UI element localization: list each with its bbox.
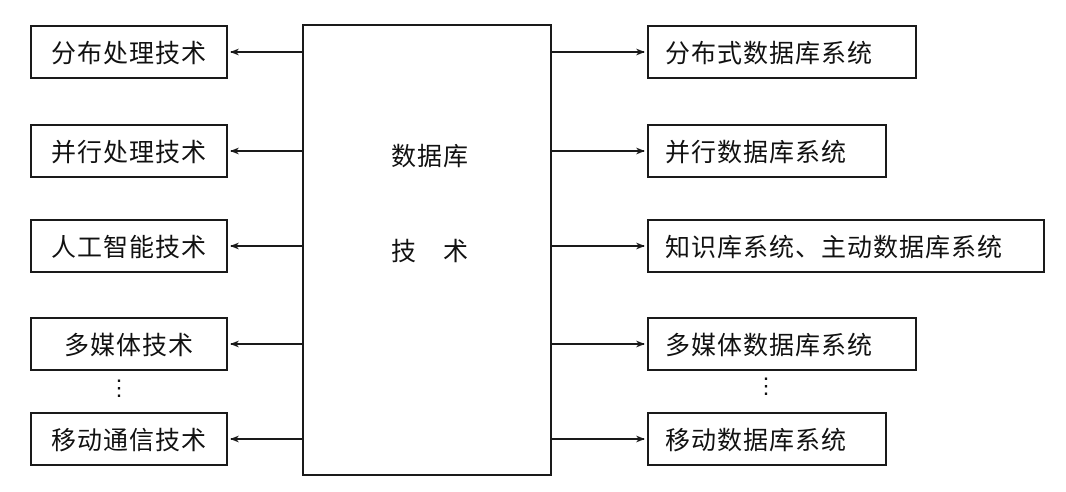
left-box-artificial-intelligence: 人工智能技术 (30, 219, 228, 273)
left-box-mobile-communication: 移动通信技术 (30, 412, 228, 466)
database-technology-box (302, 24, 552, 476)
right-box-mobile-db: 移动数据库系统 (647, 412, 887, 466)
right-box-distributed-db: 分布式数据库系统 (647, 25, 917, 79)
right-box-multimedia-db: 多媒体数据库系统 (647, 317, 917, 371)
left-ellipsis: ⋮ (108, 376, 130, 401)
left-box-distributed-processing: 分布处理技术 (30, 25, 228, 79)
left-box-parallel-processing: 并行处理技术 (30, 124, 228, 178)
right-box-parallel-db: 并行数据库系统 (647, 124, 887, 178)
right-box-knowledge-active-db: 知识库系统、主动数据库系统 (647, 219, 1045, 273)
center-label-line2: 技 术 (391, 237, 470, 266)
left-box-multimedia: 多媒体技术 (30, 317, 228, 371)
right-ellipsis: ⋮ (755, 374, 777, 399)
center-label-line1: 数据库 (391, 142, 470, 171)
